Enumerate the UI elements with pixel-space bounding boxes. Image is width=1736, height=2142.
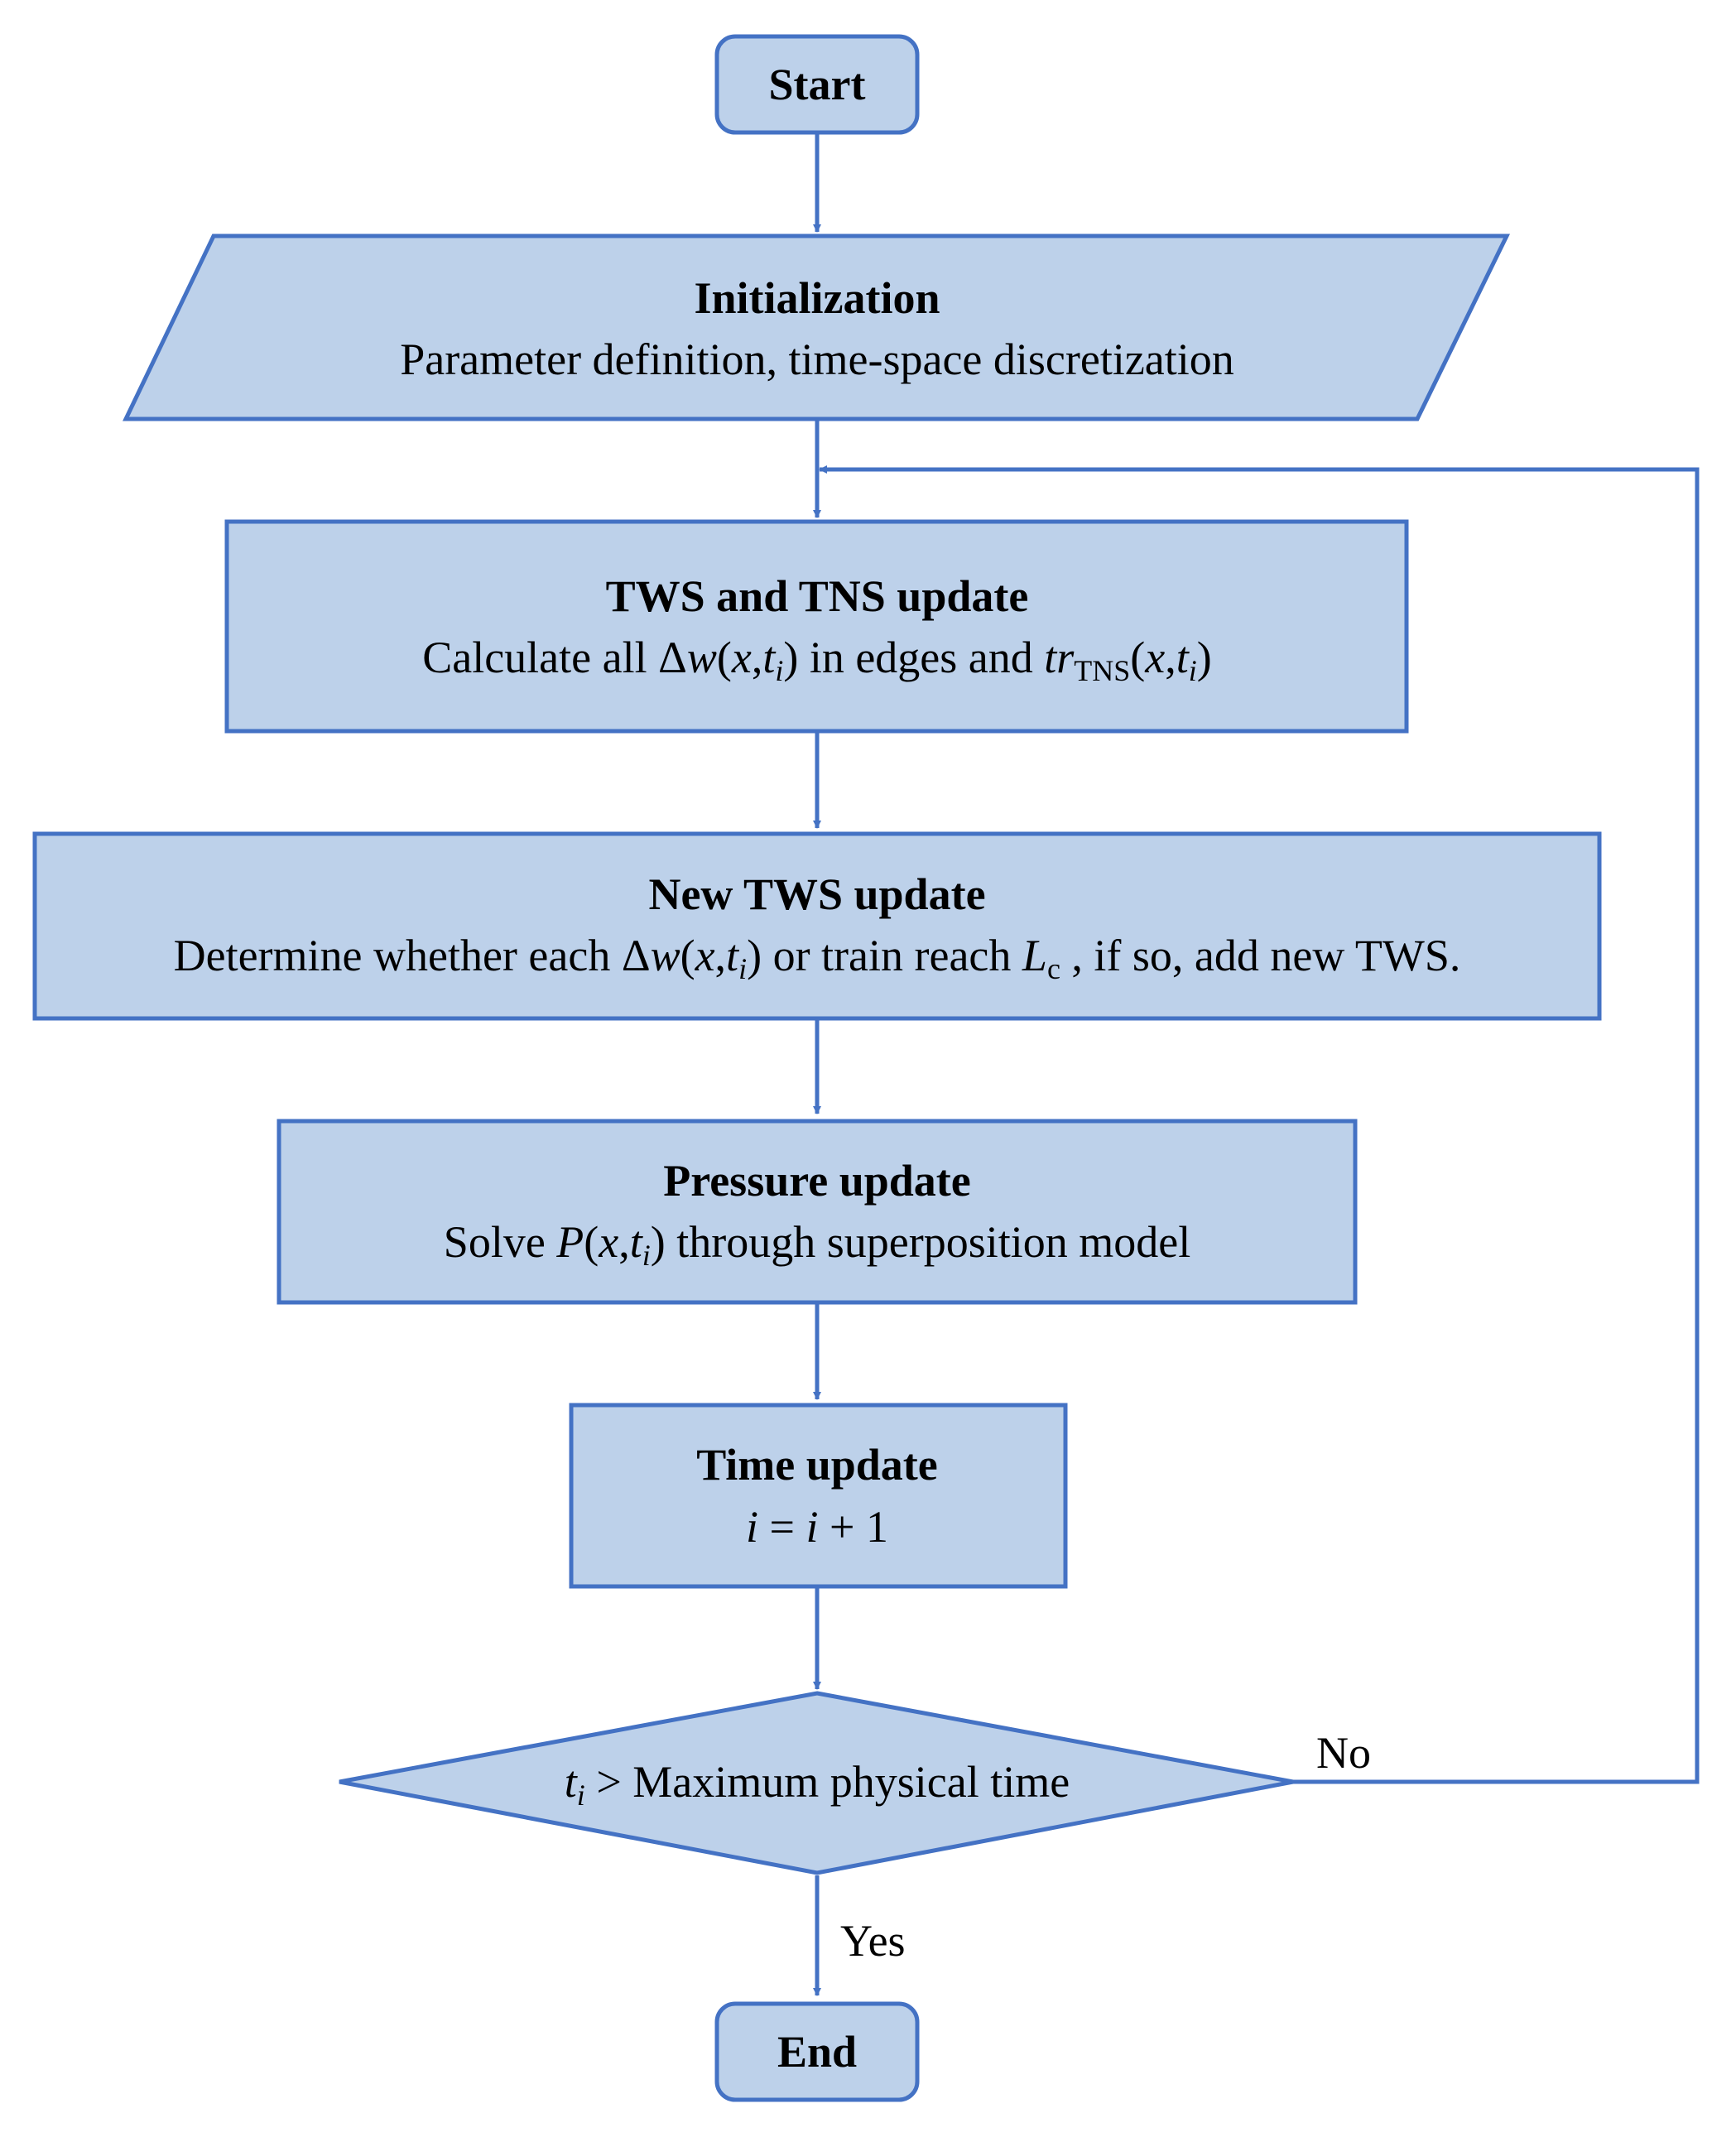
new-tws-node: New TWS update Determine whether each Δw… [32, 831, 1602, 1021]
new-tws-text: Determine whether each Δw(x,ti) or train… [174, 931, 1461, 985]
time-node: Time update i = i + 1 [569, 1403, 1068, 1589]
edge-label-yes: Yes [840, 1916, 906, 1966]
pressure-title: Pressure update [663, 1156, 971, 1206]
pressure-text: Solve P(x,ti) through superposition mode… [444, 1217, 1190, 1272]
tws-tns-text: Calculate all Δw(x,ti) in edges and trTN… [422, 633, 1212, 687]
decision-text: ti > Maximum physical time [565, 1757, 1070, 1812]
time-text: i = i + 1 [746, 1502, 888, 1552]
new-tws-title: New TWS update [648, 869, 985, 919]
init-node: Initialization Parameter definition, tim… [123, 233, 1511, 421]
start-node: Start [714, 34, 920, 135]
tws-tns-node: TWS and TNS update Calculate all Δw(x,ti… [224, 519, 1409, 734]
tws-tns-title: TWS and TNS update [606, 571, 1029, 621]
edge-label-no: No [1316, 1728, 1371, 1778]
edges [813, 132, 1700, 1996]
start-label: Start [769, 60, 866, 109]
init-text: Parameter definition, time-space discret… [400, 335, 1234, 384]
edge-decision-loop-back [819, 465, 1700, 1784]
end-label: End [777, 2027, 857, 2077]
decision-node: ti > Maximum physical time [339, 1691, 1294, 1875]
init-title: Initialization [694, 273, 940, 323]
pressure-node: Pressure update Solve P(x,ti) through su… [277, 1119, 1358, 1305]
end-node: End [714, 2001, 920, 2102]
time-title: Time update [696, 1440, 938, 1490]
